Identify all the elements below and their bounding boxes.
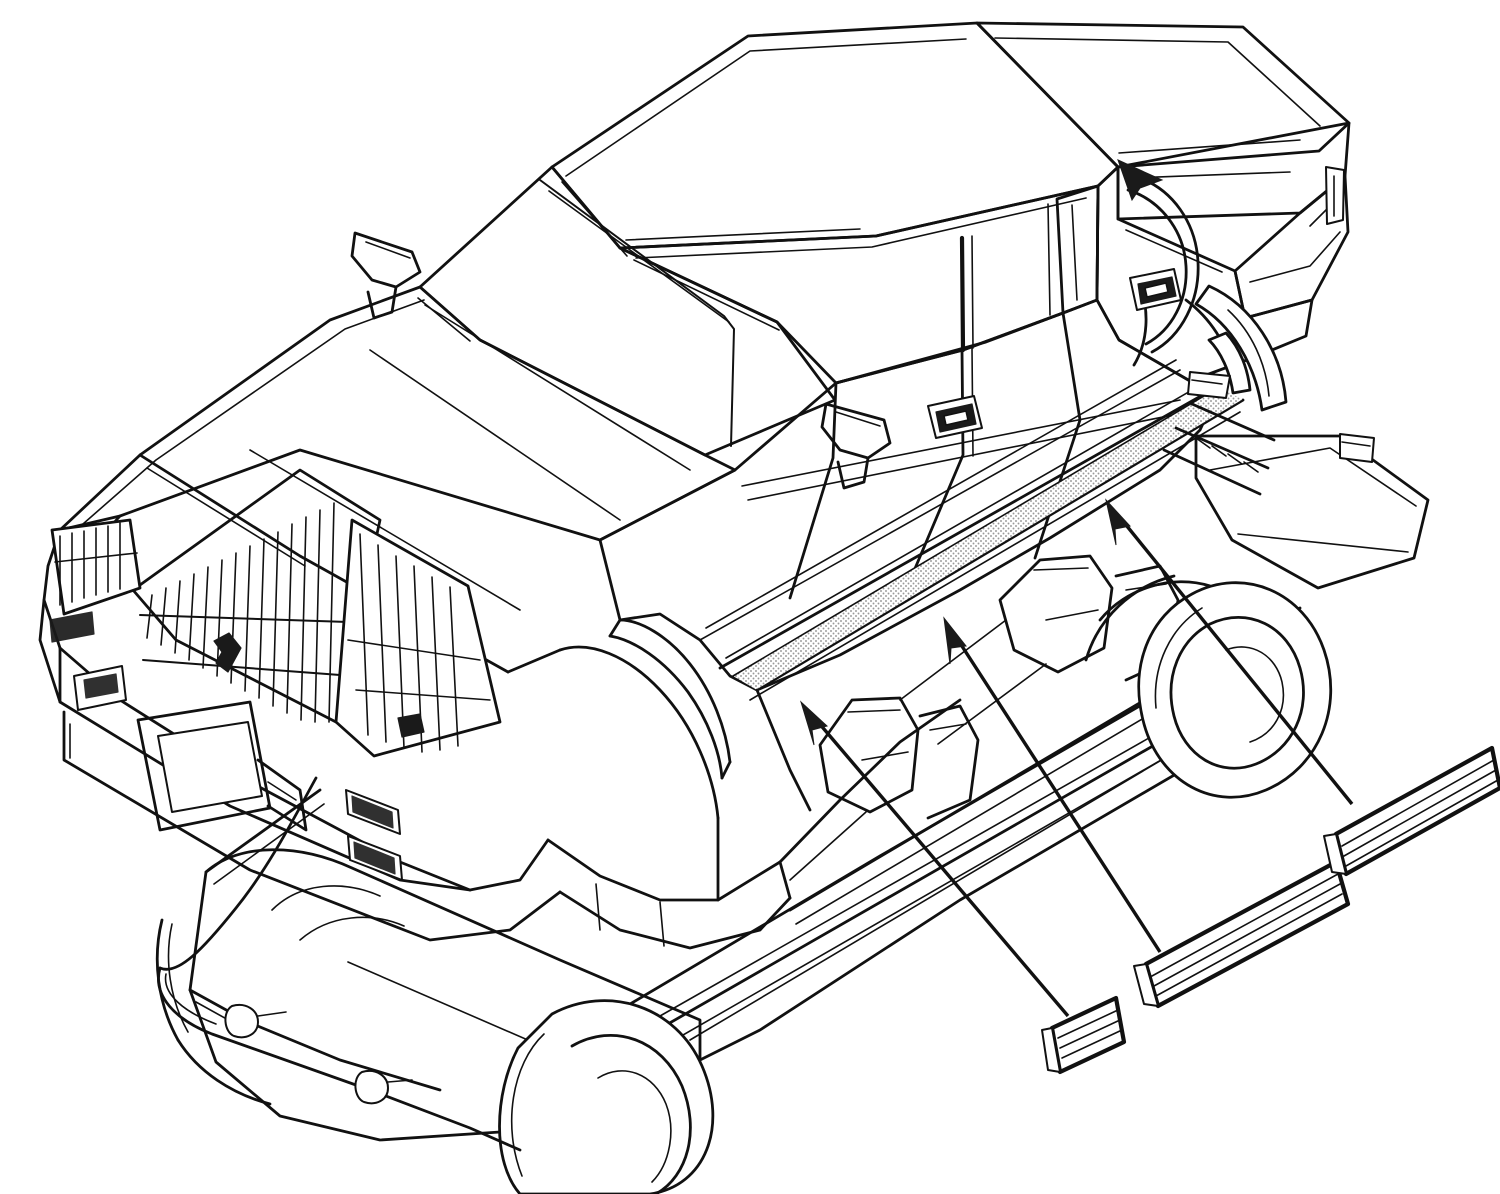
tail-lamp	[1325, 166, 1345, 225]
front-wheel-arch-opening	[506, 618, 732, 820]
molding-short-front	[1041, 995, 1127, 1075]
molding-rear-quarter	[1323, 745, 1500, 877]
rear-arch-rotation-arrow	[1117, 159, 1200, 354]
front-door-handle	[927, 395, 983, 439]
arrowhead	[943, 616, 967, 665]
retaining-clip	[1339, 433, 1375, 463]
grille-slats	[139, 502, 349, 723]
headlamp-right	[334, 518, 502, 758]
rear-wheel-arch-flare	[1194, 284, 1288, 412]
headlamp-left	[50, 518, 142, 616]
rear-trim-strips	[1162, 402, 1276, 496]
seat-front	[818, 696, 980, 820]
arrow-front-molding	[799, 700, 1070, 1018]
arrowhead	[1105, 498, 1131, 546]
cable-grommet-a	[224, 1004, 259, 1039]
front-bumper	[38, 598, 562, 942]
side-mirror-far	[820, 402, 892, 490]
antenna-cable	[157, 776, 522, 1152]
arrow-center-molding	[943, 616, 1162, 953]
upper-body-shell	[38, 21, 1351, 950]
trunk-lid	[975, 21, 1351, 221]
molding-long-center	[1133, 859, 1351, 1009]
front-tire	[498, 999, 715, 1194]
rear-door-handle	[1129, 268, 1182, 311]
molding-attachment-band	[732, 386, 1244, 691]
underbody-shell	[155, 371, 1430, 1194]
arrowhead	[799, 700, 829, 746]
cable-grommet-b	[354, 1070, 389, 1105]
side-mirror	[350, 231, 422, 320]
arrowhead	[1117, 159, 1164, 202]
rear-tire	[1137, 581, 1333, 799]
trunk-floor-panel	[1194, 433, 1430, 590]
door-and-body-side	[506, 268, 1245, 950]
arrow-rear-molding	[1105, 498, 1354, 806]
front-end-assembly	[38, 468, 562, 942]
retaining-clip-rear	[1187, 371, 1231, 399]
